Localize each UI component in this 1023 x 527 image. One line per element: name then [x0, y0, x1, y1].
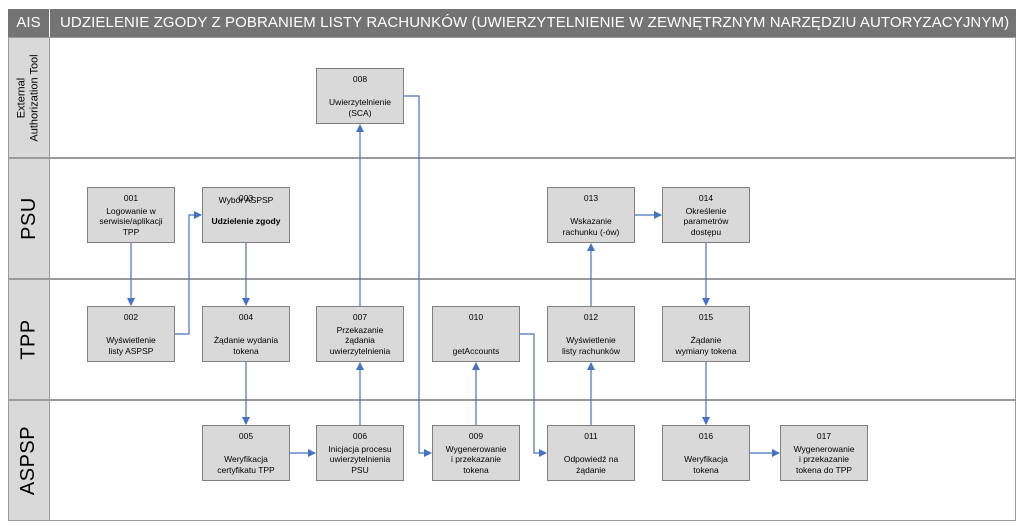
- step-text: Wygenerowanie i przekazanie tokena: [445, 443, 507, 475]
- step-number: 003: [238, 193, 254, 203]
- step-008-box: 008 Uwierzytelnienie (SCA): [316, 68, 404, 124]
- step-text: Określenie parametrów dostępu: [683, 205, 729, 237]
- step-010-box: 010 getAccounts: [432, 306, 520, 362]
- step-number: 015: [698, 312, 714, 322]
- step-text: Weryfikacja tokena: [684, 454, 728, 475]
- step-017-box: 017 Wygenerowanie i przekazanie tokena d…: [780, 425, 868, 481]
- step-text: getAccounts: [452, 345, 500, 356]
- step-number: 017: [816, 431, 832, 441]
- step-number: 012: [583, 312, 599, 322]
- lane-label-external-authorization-tool: External Authorization Tool: [8, 37, 50, 158]
- step-009-box: 009 Wygenerowanie i przekazanie tokena: [432, 425, 520, 481]
- step-text-group: Wybór ASPSP Udzielenie zgody: [205, 185, 287, 238]
- step-016-box: 016 Weryfikacja tokena: [662, 425, 750, 481]
- lane-label-psu: PSU: [8, 158, 50, 279]
- step-004-box: 004 Żądanie wydania tokena: [202, 306, 290, 362]
- step-number: 001: [123, 193, 139, 203]
- step-text: Wyświetlenie listy ASPSP: [106, 335, 156, 356]
- step-text: Przekazanie żądania uwierzytelnienia: [329, 324, 391, 356]
- step-text: Wskazanie rachunku (-ów): [562, 216, 620, 237]
- step-014-box: 014 Określenie parametrów dostępu: [662, 187, 750, 243]
- step-number: 006: [352, 431, 368, 441]
- header-ais-label: AIS: [8, 9, 50, 37]
- step-text: Inicjacja procesu uwierzytelnienia PSU: [328, 443, 392, 475]
- step-number: 002: [123, 312, 139, 322]
- step-005-box: 005 Weryfikacja certyfikatu TPP: [202, 425, 290, 481]
- step-001-box: 001 Logowanie w serwisie/aplikacji TPP: [87, 187, 175, 243]
- step-003-box: 003 Wybór ASPSP Udzielenie zgody: [202, 187, 290, 243]
- step-number: 004: [238, 312, 254, 322]
- step-number: 008: [352, 74, 368, 84]
- step-number: 013: [583, 193, 599, 203]
- step-015-box: 015 Żądanie wymiany tokena: [662, 306, 750, 362]
- step-number: 011: [584, 431, 598, 441]
- step-text-bold: Udzielenie zgody: [211, 216, 281, 226]
- step-number: 005: [238, 431, 254, 441]
- step-text: Wybór ASPSP: [218, 195, 274, 205]
- step-text: Wyświetlenie listy rachunków: [561, 335, 621, 356]
- step-text: Odpowiedź na żądanie: [563, 454, 619, 475]
- step-011-box: 011 Odpowiedź na żądanie: [547, 425, 635, 481]
- arrow-008-to-009: [404, 95, 432, 457]
- step-text: Logowanie w serwisie/aplikacji TPP: [99, 205, 163, 237]
- step-013-box: 013 Wskazanie rachunku (-ów): [547, 187, 635, 243]
- step-text: Uwierzytelnienie (SCA): [329, 97, 391, 118]
- step-002-box: 002 Wyświetlenie listy ASPSP: [87, 306, 175, 362]
- diagram-title: UDZIELENIE ZGODY Z POBRANIEM LISTY RACHU…: [50, 9, 1016, 37]
- step-007-box: 007 Przekazanie żądania uwierzytelnienia: [316, 306, 404, 362]
- step-012-box: 012 Wyświetlenie listy rachunków: [547, 306, 635, 362]
- step-text: Wygenerowanie i przekazanie tokena do TP…: [793, 443, 855, 475]
- step-text: Żądanie wymiany tokena: [675, 335, 737, 356]
- arrow-010-to-011: [520, 333, 547, 457]
- step-number: 016: [698, 431, 714, 441]
- step-006-box: 006 Inicjacja procesu uwierzytelnienia P…: [316, 425, 404, 481]
- step-number: 007: [352, 312, 368, 322]
- step-number: 010: [468, 312, 484, 322]
- step-text: Weryfikacja certyfikatu TPP: [217, 454, 275, 475]
- lane-label-aspsp: ASPSP: [8, 400, 50, 521]
- lane-label-tpp: TPP: [8, 279, 50, 400]
- lane-external-authorization-tool: [50, 37, 1016, 158]
- step-number: 009: [468, 431, 484, 441]
- arrow-002-to-003: [175, 211, 202, 335]
- step-number: 014: [698, 193, 714, 203]
- step-text: Żądanie wydania tokena: [213, 335, 279, 356]
